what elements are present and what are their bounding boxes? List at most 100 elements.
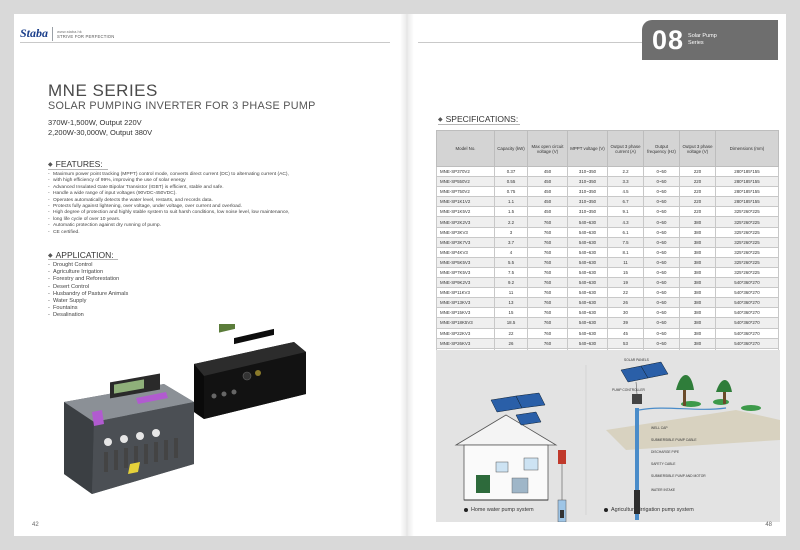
table-cell: 380 (679, 317, 716, 329)
table-cell: 13 (494, 297, 528, 309)
table-cell: 2.2 (494, 216, 528, 228)
table-cell: 310~350 (567, 176, 608, 188)
table-cell: 310~350 (567, 186, 608, 198)
table-cell: 15 (494, 307, 528, 319)
table-cell: 11 (607, 256, 644, 268)
label-safety-cable: SAFETY CABLE (651, 462, 676, 466)
table-cell: 540*360*270 (715, 327, 779, 339)
features-rule (48, 169, 108, 170)
column-header: Capacity (kW) (494, 130, 528, 167)
table-cell: 380 (679, 307, 716, 319)
table-cell: 0~50 (643, 327, 680, 339)
table-header-row: Model No.Capacity (kW)Max open circuit v… (436, 130, 779, 167)
table-cell: 540*360*270 (715, 337, 779, 349)
header-rule-left (20, 42, 390, 43)
diamond-bullet-icon: ◆ (48, 252, 53, 259)
table-cell: 760 (527, 246, 568, 258)
application-rule (48, 259, 118, 260)
table-cell: 540~630 (567, 226, 608, 238)
table-cell: 0~50 (643, 277, 680, 289)
table-cell: 540~630 (567, 266, 608, 279)
table-cell: MNE-SP1K1V2 (436, 196, 495, 208)
table-cell: 380 (679, 287, 716, 299)
table-cell: 0~50 (643, 307, 680, 319)
table-cell: MNE-SP5K5V3 (436, 256, 495, 268)
table-cell: 4 (494, 246, 528, 258)
table-cell: 380 (679, 236, 716, 248)
table-cell: 2.2 (607, 165, 644, 178)
table-cell: 310~350 (567, 196, 608, 208)
table-cell: MNE-SP3K7V3 (436, 236, 495, 248)
table-cell: 0.55 (494, 176, 528, 188)
table-cell: 3.3 (607, 176, 644, 188)
black-inverter-image (194, 324, 306, 419)
table-cell: 220 (679, 206, 716, 218)
table-cell: 760 (527, 266, 568, 279)
table-cell: 540~630 (567, 256, 608, 268)
table-cell: 280*185*155 (715, 196, 779, 208)
table-cell: 39 (607, 317, 644, 329)
table-cell: 540*360*270 (715, 277, 779, 289)
application-item: Husbandry of Pasture Animals (48, 291, 128, 298)
table-cell: 760 (527, 216, 568, 228)
table-cell: 325*260*225 (715, 216, 779, 228)
table-cell: 4.5 (607, 186, 644, 198)
brand-url: www.staba.hk (57, 28, 82, 34)
application-item: Desert Control (48, 284, 128, 291)
application-item: Agriculture Irrigation (48, 269, 128, 276)
table-cell: 11 (494, 287, 528, 299)
table-cell: 310~350 (567, 206, 608, 218)
table-cell: 0.75 (494, 186, 528, 198)
table-cell: 540*360*270 (715, 317, 779, 329)
table-cell: MNE-SP7K5V3 (436, 266, 495, 279)
table-cell: MNE-SP1K5V2 (436, 206, 495, 218)
table-cell: 450 (527, 206, 568, 218)
series-title: MNE SERIES (48, 81, 158, 100)
diamond-bullet-icon: ◆ (48, 161, 53, 168)
label-discharge-pipe: DISCHARGE PIPE (651, 450, 680, 454)
label-pump-cable: SUBMERSIBLE PUMP CABLE (651, 438, 697, 442)
table-cell: 0.37 (494, 165, 528, 178)
page-gutter (400, 14, 414, 536)
table-cell: 1.5 (494, 206, 528, 218)
table-cell: 760 (527, 236, 568, 248)
table-cell: 325*260*225 (715, 236, 779, 248)
table-cell: 0~50 (643, 176, 680, 188)
power-range-380v: 2,200W-30,000W, Output 380V (48, 128, 153, 137)
table-cell: 280*185*155 (715, 176, 779, 188)
table-cell: 380 (679, 337, 716, 349)
table-cell: MNE-SP22KV3 (436, 327, 495, 339)
table-cell: 30 (607, 307, 644, 319)
application-item: Water Supply (48, 298, 128, 305)
table-cell: 380 (679, 266, 716, 279)
bullet-dot-icon (464, 508, 468, 512)
feature-item: with high efficiency of 99%, improving t… (48, 178, 348, 185)
table-cell: MNE-SP9K2V3 (436, 277, 495, 289)
caption-home-system: Home water pump system (464, 507, 534, 513)
application-list: Drought Control Agriculture Irrigation F… (48, 262, 128, 320)
specifications-rule (438, 124, 520, 125)
power-range-220v: 370W-1,500W, Output 220V (48, 118, 142, 127)
table-cell: 540~630 (567, 317, 608, 329)
table-cell: 4.3 (607, 216, 644, 228)
diamond-bullet-icon: ◆ (438, 116, 443, 123)
table-cell: 22 (494, 327, 528, 339)
table-cell: 540~630 (567, 236, 608, 248)
feature-item: Handle a wide range of input voltages (9… (48, 191, 348, 198)
section-label: Solar Pump Series (688, 33, 717, 46)
page-number-right: 48 (765, 522, 772, 528)
table-cell: 325*260*225 (715, 206, 779, 218)
table-cell: 3.7 (494, 236, 528, 248)
table-cell: 540*360*270 (715, 307, 779, 319)
table-cell: 540~630 (567, 246, 608, 258)
column-header: Max open circuit voltage (V) (527, 130, 568, 167)
table-cell: 0~50 (643, 236, 680, 248)
